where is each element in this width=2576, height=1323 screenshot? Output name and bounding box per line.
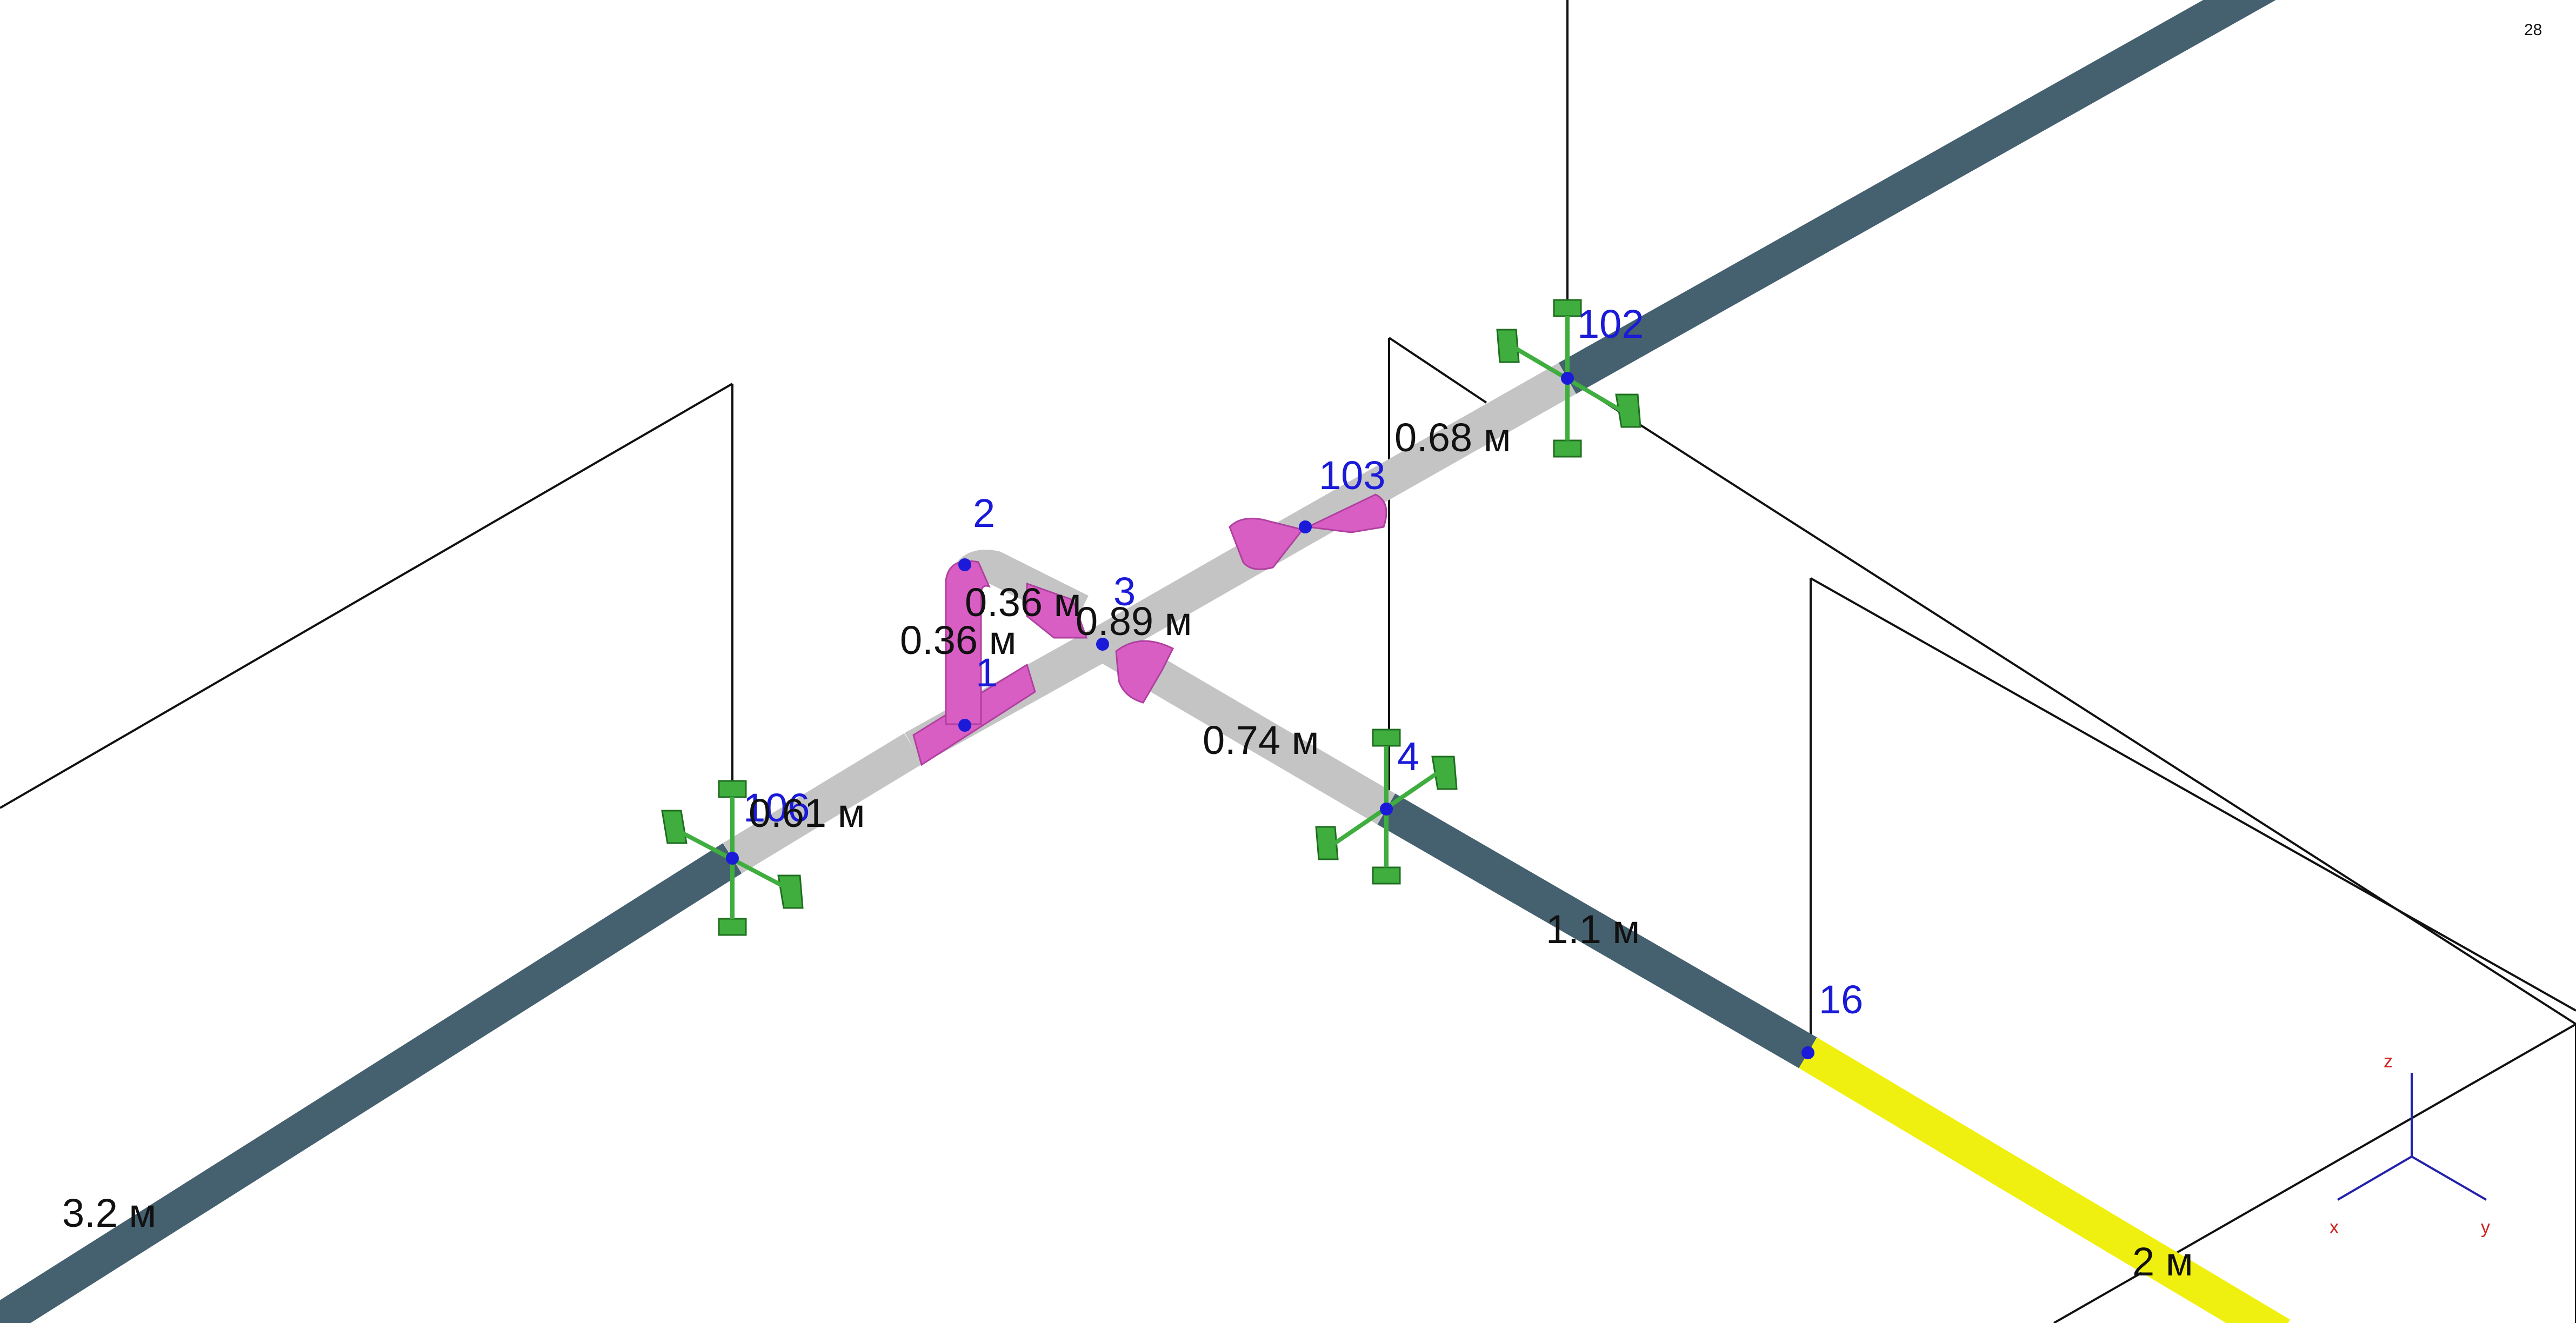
- node-dot-16[interactable]: [1801, 1046, 1814, 1059]
- tee-fitting-3[interactable]: [1115, 640, 1174, 704]
- node-dot-4[interactable]: [1380, 803, 1393, 816]
- dimension-label-0-68m: 0.68 м: [1394, 415, 1511, 460]
- node-label-103: 103: [1319, 453, 1385, 498]
- pipe-segment-102-end[interactable]: [1558, 0, 2297, 394]
- dimension-label-0-36m-b: 0.36 м: [965, 580, 1081, 625]
- dimension-label-1-1m: 1.1 м: [1546, 907, 1640, 952]
- dimension-label-0-89m: 0.89 м: [1076, 599, 1192, 644]
- support-106[interactable]: [661, 780, 804, 936]
- node-dot-106[interactable]: [726, 852, 739, 865]
- pipe-segment-16-end[interactable]: [1799, 1037, 2290, 1323]
- y-axis-line: [2411, 1155, 2487, 1201]
- node-label-102: 102: [1577, 302, 1644, 346]
- reducer-fitting-103-left[interactable]: [1229, 517, 1304, 570]
- pipe-segment-106-1[interactable]: [723, 733, 923, 874]
- node-dot-103[interactable]: [1299, 520, 1312, 533]
- z-axis-label: z: [2384, 1051, 2393, 1072]
- reducer-fitting-103-right[interactable]: [1305, 493, 1387, 533]
- fittings[interactable]: [912, 493, 1387, 766]
- dimension-label-2m: 2 м: [2132, 1239, 2193, 1284]
- y-axis-label: y: [2481, 1217, 2490, 1238]
- axis-triad: z x y: [2330, 1051, 2490, 1238]
- elbow-fitting-riser[interactable]: [945, 560, 991, 725]
- dimension-label-0-74m: 0.74 м: [1203, 718, 1319, 763]
- dimension-label-0-61m: 0.61 м: [749, 791, 865, 836]
- x-axis-line: [2337, 1155, 2413, 1201]
- dimension-label-3-2m: 3.2 м: [62, 1191, 156, 1235]
- pipe-segment-103-102[interactable]: [1296, 363, 1577, 543]
- node-label-106: 106: [743, 785, 810, 830]
- view-number: 28: [2524, 21, 2542, 39]
- node-dot-3[interactable]: [1096, 638, 1109, 651]
- node-points: [726, 372, 1814, 1059]
- node-dot-102[interactable]: [1561, 372, 1574, 385]
- node-label-4: 4: [1397, 734, 1419, 779]
- node-dot-2[interactable]: [958, 558, 971, 571]
- node-label-16: 16: [1819, 977, 1863, 1022]
- node-dot-1[interactable]: [958, 719, 971, 732]
- pipe-segment-3-2m[interactable]: [0, 843, 742, 1323]
- support-102[interactable]: [1496, 299, 1641, 458]
- node-label-1: 1: [976, 650, 998, 695]
- node-label-3: 3: [1113, 569, 1136, 614]
- reducer-fitting-2-3[interactable]: [1026, 582, 1088, 639]
- node-label-2: 2: [973, 491, 995, 536]
- pipe-segment-4-16[interactable]: [1377, 793, 1817, 1068]
- dimension-label-0-36m-a: 0.36 м: [900, 618, 1016, 663]
- x-axis-label: x: [2330, 1217, 2339, 1238]
